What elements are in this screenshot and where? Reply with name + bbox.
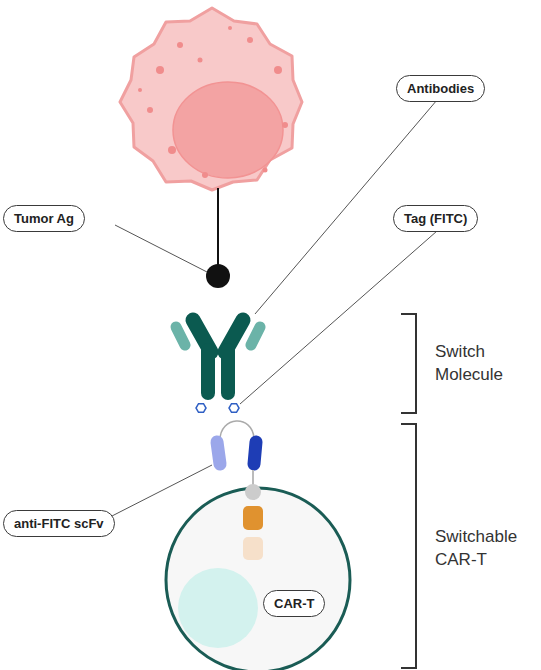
granule xyxy=(202,172,208,178)
fitc-tag xyxy=(196,404,206,413)
leader-line xyxy=(115,225,207,272)
pill-text: CAR-T xyxy=(274,595,314,612)
granule xyxy=(263,168,268,173)
granule xyxy=(138,88,142,92)
light-chain xyxy=(176,327,185,345)
antibody xyxy=(176,320,260,393)
bracket xyxy=(401,314,416,413)
label-pill: CAR-T xyxy=(263,590,325,617)
leader-lines xyxy=(110,100,437,517)
leader-line xyxy=(240,231,437,404)
heavy-stem xyxy=(221,350,235,393)
label-pill: Antibodies xyxy=(396,75,485,102)
scfv-linker xyxy=(220,421,254,440)
label-pill: anti-FITC scFv xyxy=(3,510,115,537)
granule xyxy=(282,122,288,128)
scfv-light-domain xyxy=(217,442,220,464)
pill-text: Antibodies xyxy=(407,80,474,97)
granule xyxy=(147,107,153,113)
granule xyxy=(156,66,164,74)
antigen-stalk xyxy=(217,188,219,272)
pill-text: Tumor Ag xyxy=(14,210,74,227)
tumor-antigen xyxy=(206,264,230,288)
label-pill: Tumor Ag xyxy=(3,205,85,232)
tumor-granules xyxy=(138,26,288,178)
tumor-nucleus xyxy=(173,82,283,178)
bracket-label: Switch Molecule xyxy=(435,340,527,386)
granule xyxy=(228,26,232,30)
pill-text: Tag (FITC) xyxy=(404,210,467,227)
signaling-domain xyxy=(243,537,263,560)
granule xyxy=(177,42,183,48)
hinge-line xyxy=(252,470,254,486)
light-chain xyxy=(251,327,260,345)
granule xyxy=(198,58,203,63)
bracket xyxy=(401,424,416,668)
fitc-tag xyxy=(229,404,239,413)
granule xyxy=(168,146,176,154)
granule xyxy=(274,66,282,74)
tumor-cell xyxy=(120,8,302,190)
granule xyxy=(247,37,253,43)
pill-text: anti-FITC scFv xyxy=(14,515,104,532)
heavy-stem xyxy=(201,350,215,393)
car-t-cell xyxy=(166,488,350,670)
scfv-heavy-domain xyxy=(254,442,256,464)
costimulatory-domain xyxy=(243,506,263,530)
leader-line xyxy=(110,465,212,517)
t-cell-nucleus xyxy=(178,568,258,648)
hinge-domain xyxy=(245,484,261,500)
label-pill: Tag (FITC) xyxy=(393,205,478,232)
bracket-label: Switchable CAR-T xyxy=(435,525,541,571)
